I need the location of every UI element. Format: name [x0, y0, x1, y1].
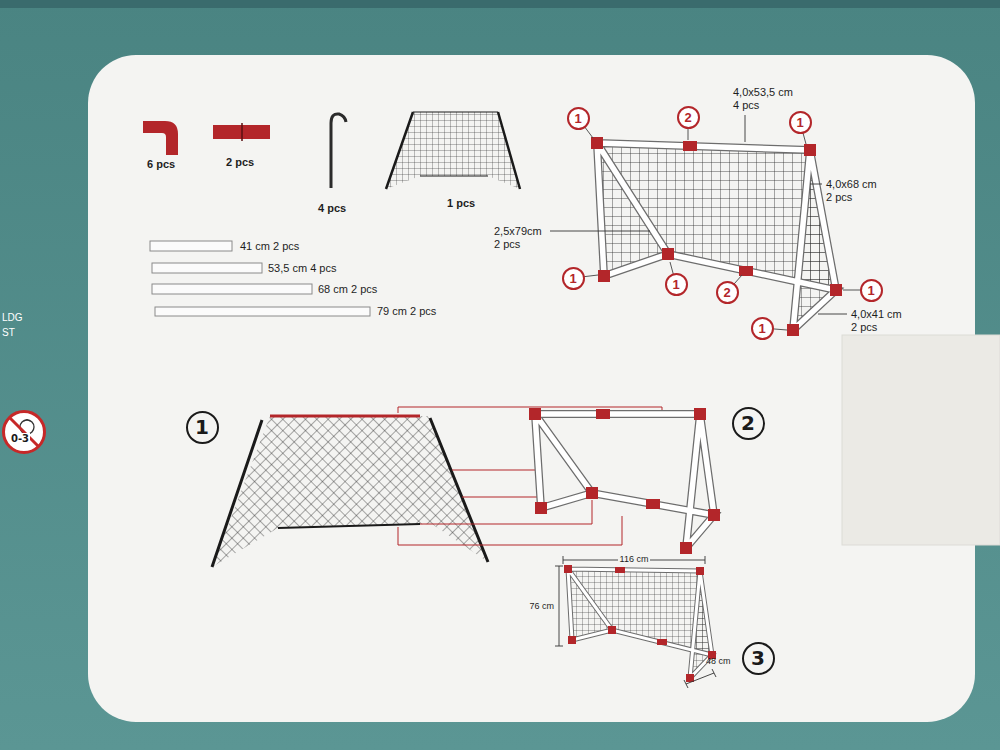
dimension-leader — [550, 115, 847, 314]
quantity-label: 4 pcs — [318, 202, 346, 215]
sticker — [842, 335, 1000, 545]
tube-length-label: 41 cm 2 pcs — [240, 240, 299, 253]
warning-sign-ground — [4, 412, 44, 452]
red-fittings — [591, 137, 842, 336]
tube-outline — [535, 414, 714, 548]
net-icon — [386, 112, 520, 189]
node-text: 2 — [683, 110, 692, 125]
dimension-label: 76 cm — [527, 601, 556, 612]
ground-peg — [331, 114, 346, 188]
red-fittings — [529, 408, 720, 554]
callout-number: 2 — [677, 106, 700, 129]
tube-68 — [152, 284, 312, 294]
box-edge-text: ST — [2, 327, 15, 339]
net-icon-edge — [413, 112, 498, 176]
prohibition-slash — [10, 418, 38, 446]
node-text: 2 — [722, 285, 731, 300]
goal-net — [568, 569, 712, 655]
node-text: 1 — [866, 283, 875, 298]
node-text: 1 — [573, 111, 582, 126]
connector-seam — [241, 123, 243, 141]
node-text: 2 — [740, 411, 756, 435]
tube-outline — [597, 143, 836, 330]
age-warning-sign: 0-3 — [2, 410, 46, 454]
callout-number: 1 — [860, 279, 883, 302]
tube-length-label: 53,5 cm 4 pcs — [268, 262, 336, 275]
dimension-label: 2,5x79cm 2 pcs — [494, 225, 546, 251]
callout-number: 1 — [751, 317, 774, 340]
tube-length-label: 68 cm 2 pcs — [318, 283, 377, 296]
tube-53-5 — [152, 263, 262, 273]
callout-number: 2 — [716, 281, 739, 304]
tube-body — [597, 143, 836, 330]
node-text: 1 — [194, 415, 210, 439]
quantity-label: 1 pcs — [447, 197, 475, 210]
step-number: 1 — [186, 411, 219, 444]
tube-body — [568, 569, 712, 678]
dimension-label: 4,0x53,5 cm 4 pcs — [733, 86, 797, 112]
tube-body — [535, 414, 714, 548]
corner-piece — [143, 121, 178, 155]
tube-41 — [150, 241, 232, 251]
node-text: 0-3 — [10, 433, 30, 444]
net-edge — [278, 524, 420, 528]
dimension-label: 48 cm — [706, 656, 731, 667]
node-text: 1 — [671, 277, 680, 292]
node-text: 1 — [757, 321, 766, 336]
red-fittings — [564, 565, 716, 682]
step-number: 3 — [742, 642, 775, 675]
tube-outline — [568, 569, 712, 678]
dimension-label: 4,0x68 cm 2 pcs — [826, 178, 881, 204]
node-text: 1 — [568, 271, 577, 286]
dimension-line — [555, 566, 563, 646]
tube-length-label: 79 cm 2 pcs — [377, 305, 436, 318]
box-edge-text: LDG — [2, 312, 23, 324]
dimension-line — [684, 669, 716, 688]
net-icon-edge — [386, 112, 520, 189]
net — [212, 416, 488, 567]
step-number: 2 — [732, 407, 765, 440]
quantity-label: 2 pcs — [226, 156, 254, 169]
net-top-edge — [270, 415, 420, 418]
node-text: 1 — [795, 115, 804, 130]
tube-79 — [155, 307, 370, 316]
callout-number: 1 — [567, 107, 590, 130]
node-text: 3 — [750, 646, 766, 670]
attachment-line — [398, 407, 662, 545]
callout-number: 1 — [665, 273, 688, 296]
baby-hair — [24, 420, 30, 422]
callout-number: 1 — [789, 111, 812, 134]
dimension-label: 4,0x41 cm 2 pcs — [851, 308, 906, 334]
quantity-label: 6 pcs — [147, 158, 175, 171]
callout-number: 1 — [562, 267, 585, 290]
callout-leader — [573, 117, 871, 330]
box-edge — [0, 0, 1000, 8]
dimension-label: 116 cm — [618, 554, 651, 565]
